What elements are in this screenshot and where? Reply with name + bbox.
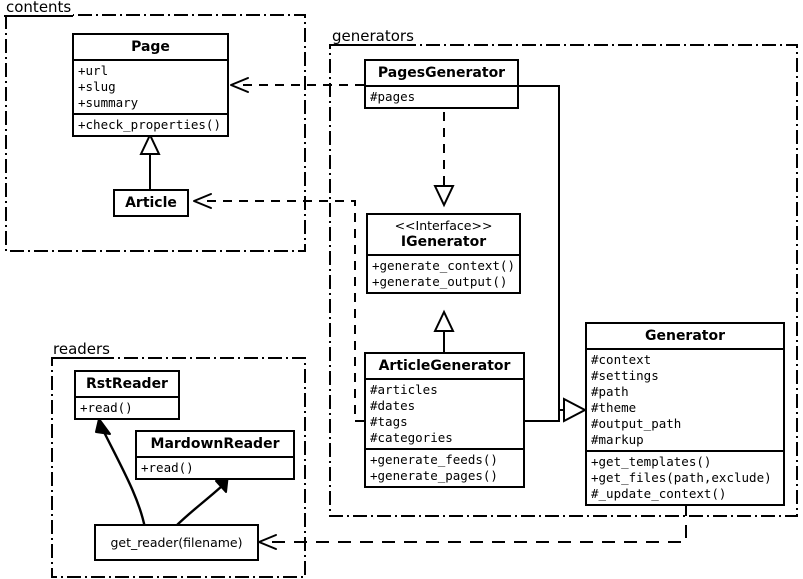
class-title-rst-reader: RstReader (86, 376, 168, 392)
attribute: +slug (78, 79, 116, 94)
package-label-contents: contents (4, 0, 74, 17)
attribute: #theme (591, 400, 637, 415)
method: +get_templates() (591, 454, 712, 469)
class-stereotype-igenerator: <<Interface>> (394, 218, 493, 233)
class-attributes-article-generator: #articles #dates #tags #categories (366, 378, 523, 448)
hollow-triangle-generator (563, 397, 588, 423)
class-box-igenerator[interactable]: <<Interface>> IGenerator +generate_conte… (366, 213, 521, 294)
class-methods-igenerator: +generate_context() +generate_output() (368, 254, 519, 292)
solid-arrow-rstreader (95, 418, 111, 435)
class-methods-mardown-reader: +read() (137, 456, 293, 478)
attribute: #output_path (591, 416, 682, 431)
class-methods-page: +check_properties() (74, 113, 227, 135)
method: +read() (80, 400, 133, 415)
attribute: #settings (591, 368, 659, 383)
method: +generate_context() (372, 258, 515, 273)
attribute: +summary (78, 95, 139, 110)
attribute: #categories (370, 430, 453, 445)
attribute: +url (78, 63, 109, 78)
class-box-article[interactable]: Article (113, 189, 189, 217)
method: +generate_feeds() (370, 452, 498, 467)
method: +check_properties() (78, 117, 221, 132)
hollow-triangle-igenerator-top (433, 185, 455, 208)
package-border-contents (5, 14, 306, 252)
link-articlegenerator-to-generator (525, 409, 565, 422)
attribute: #tags (370, 414, 408, 429)
hollow-triangle-igenerator-bottom (433, 309, 455, 332)
package-border-generators (329, 44, 798, 517)
method: #_update_context() (591, 486, 727, 501)
class-box-generator[interactable]: Generator #context #settings #path #them… (585, 322, 785, 506)
class-title-page: Page (131, 39, 170, 55)
link-getreader-to-rstreader (102, 431, 147, 529)
class-title-pages-generator: PagesGenerator (377, 65, 506, 81)
class-title-generator: Generator (644, 328, 725, 344)
open-arrow-getreader (258, 534, 277, 550)
link-pagesgenerator-to-generator (519, 85, 560, 410)
function-label-get-reader: get_reader(filename) (110, 535, 243, 550)
class-attributes-pages-generator: #pages (366, 85, 517, 107)
package-label-readers: readers (51, 340, 112, 359)
method: +get_files(path,exclude) (591, 470, 772, 485)
attribute: #context (591, 352, 652, 367)
class-box-page[interactable]: Page +url +slug +summary +check_properti… (72, 33, 229, 137)
attribute: #articles (370, 382, 438, 397)
method: +generate_pages() (370, 468, 498, 483)
class-box-mardown-reader[interactable]: MardownReader +read() (135, 430, 295, 480)
package-border-readers (51, 357, 306, 578)
class-title-article-generator: ArticleGenerator (378, 358, 511, 374)
function-box-get-reader[interactable]: get_reader(filename) (94, 524, 259, 561)
class-title-article: Article (125, 195, 177, 211)
class-methods-article-generator: +generate_feeds() +generate_pages() (366, 448, 523, 486)
class-title-mardown-reader: MardownReader (150, 436, 280, 452)
link-generator-to-getreader (271, 503, 687, 543)
class-attributes-page: +url +slug +summary (74, 59, 227, 113)
open-arrow-page (230, 77, 249, 93)
class-box-pages-generator[interactable]: PagesGenerator #pages (364, 59, 519, 109)
link-getreader-to-mardownreader (174, 485, 223, 528)
class-title-igenerator: IGenerator (400, 234, 487, 250)
method: +generate_output() (372, 274, 508, 289)
class-methods-generator: +get_templates() +get_files(path,exclude… (587, 450, 783, 504)
class-attributes-generator: #context #settings #path #theme #output_… (587, 348, 783, 450)
package-label-generators: generators (330, 27, 416, 46)
attribute: #pages (370, 89, 416, 104)
class-box-rst-reader[interactable]: RstReader +read() (74, 370, 180, 420)
open-arrow-article (193, 193, 212, 209)
method: +read() (141, 460, 194, 475)
link-articlegenerator-to-article (206, 200, 364, 422)
attribute: #path (591, 384, 629, 399)
class-box-article-generator[interactable]: ArticleGenerator #articles #dates #tags … (364, 352, 525, 488)
class-methods-rst-reader: +read() (76, 396, 178, 418)
hollow-triangle-page (139, 132, 161, 155)
attribute: #dates (370, 398, 416, 413)
attribute: #markup (591, 432, 644, 447)
